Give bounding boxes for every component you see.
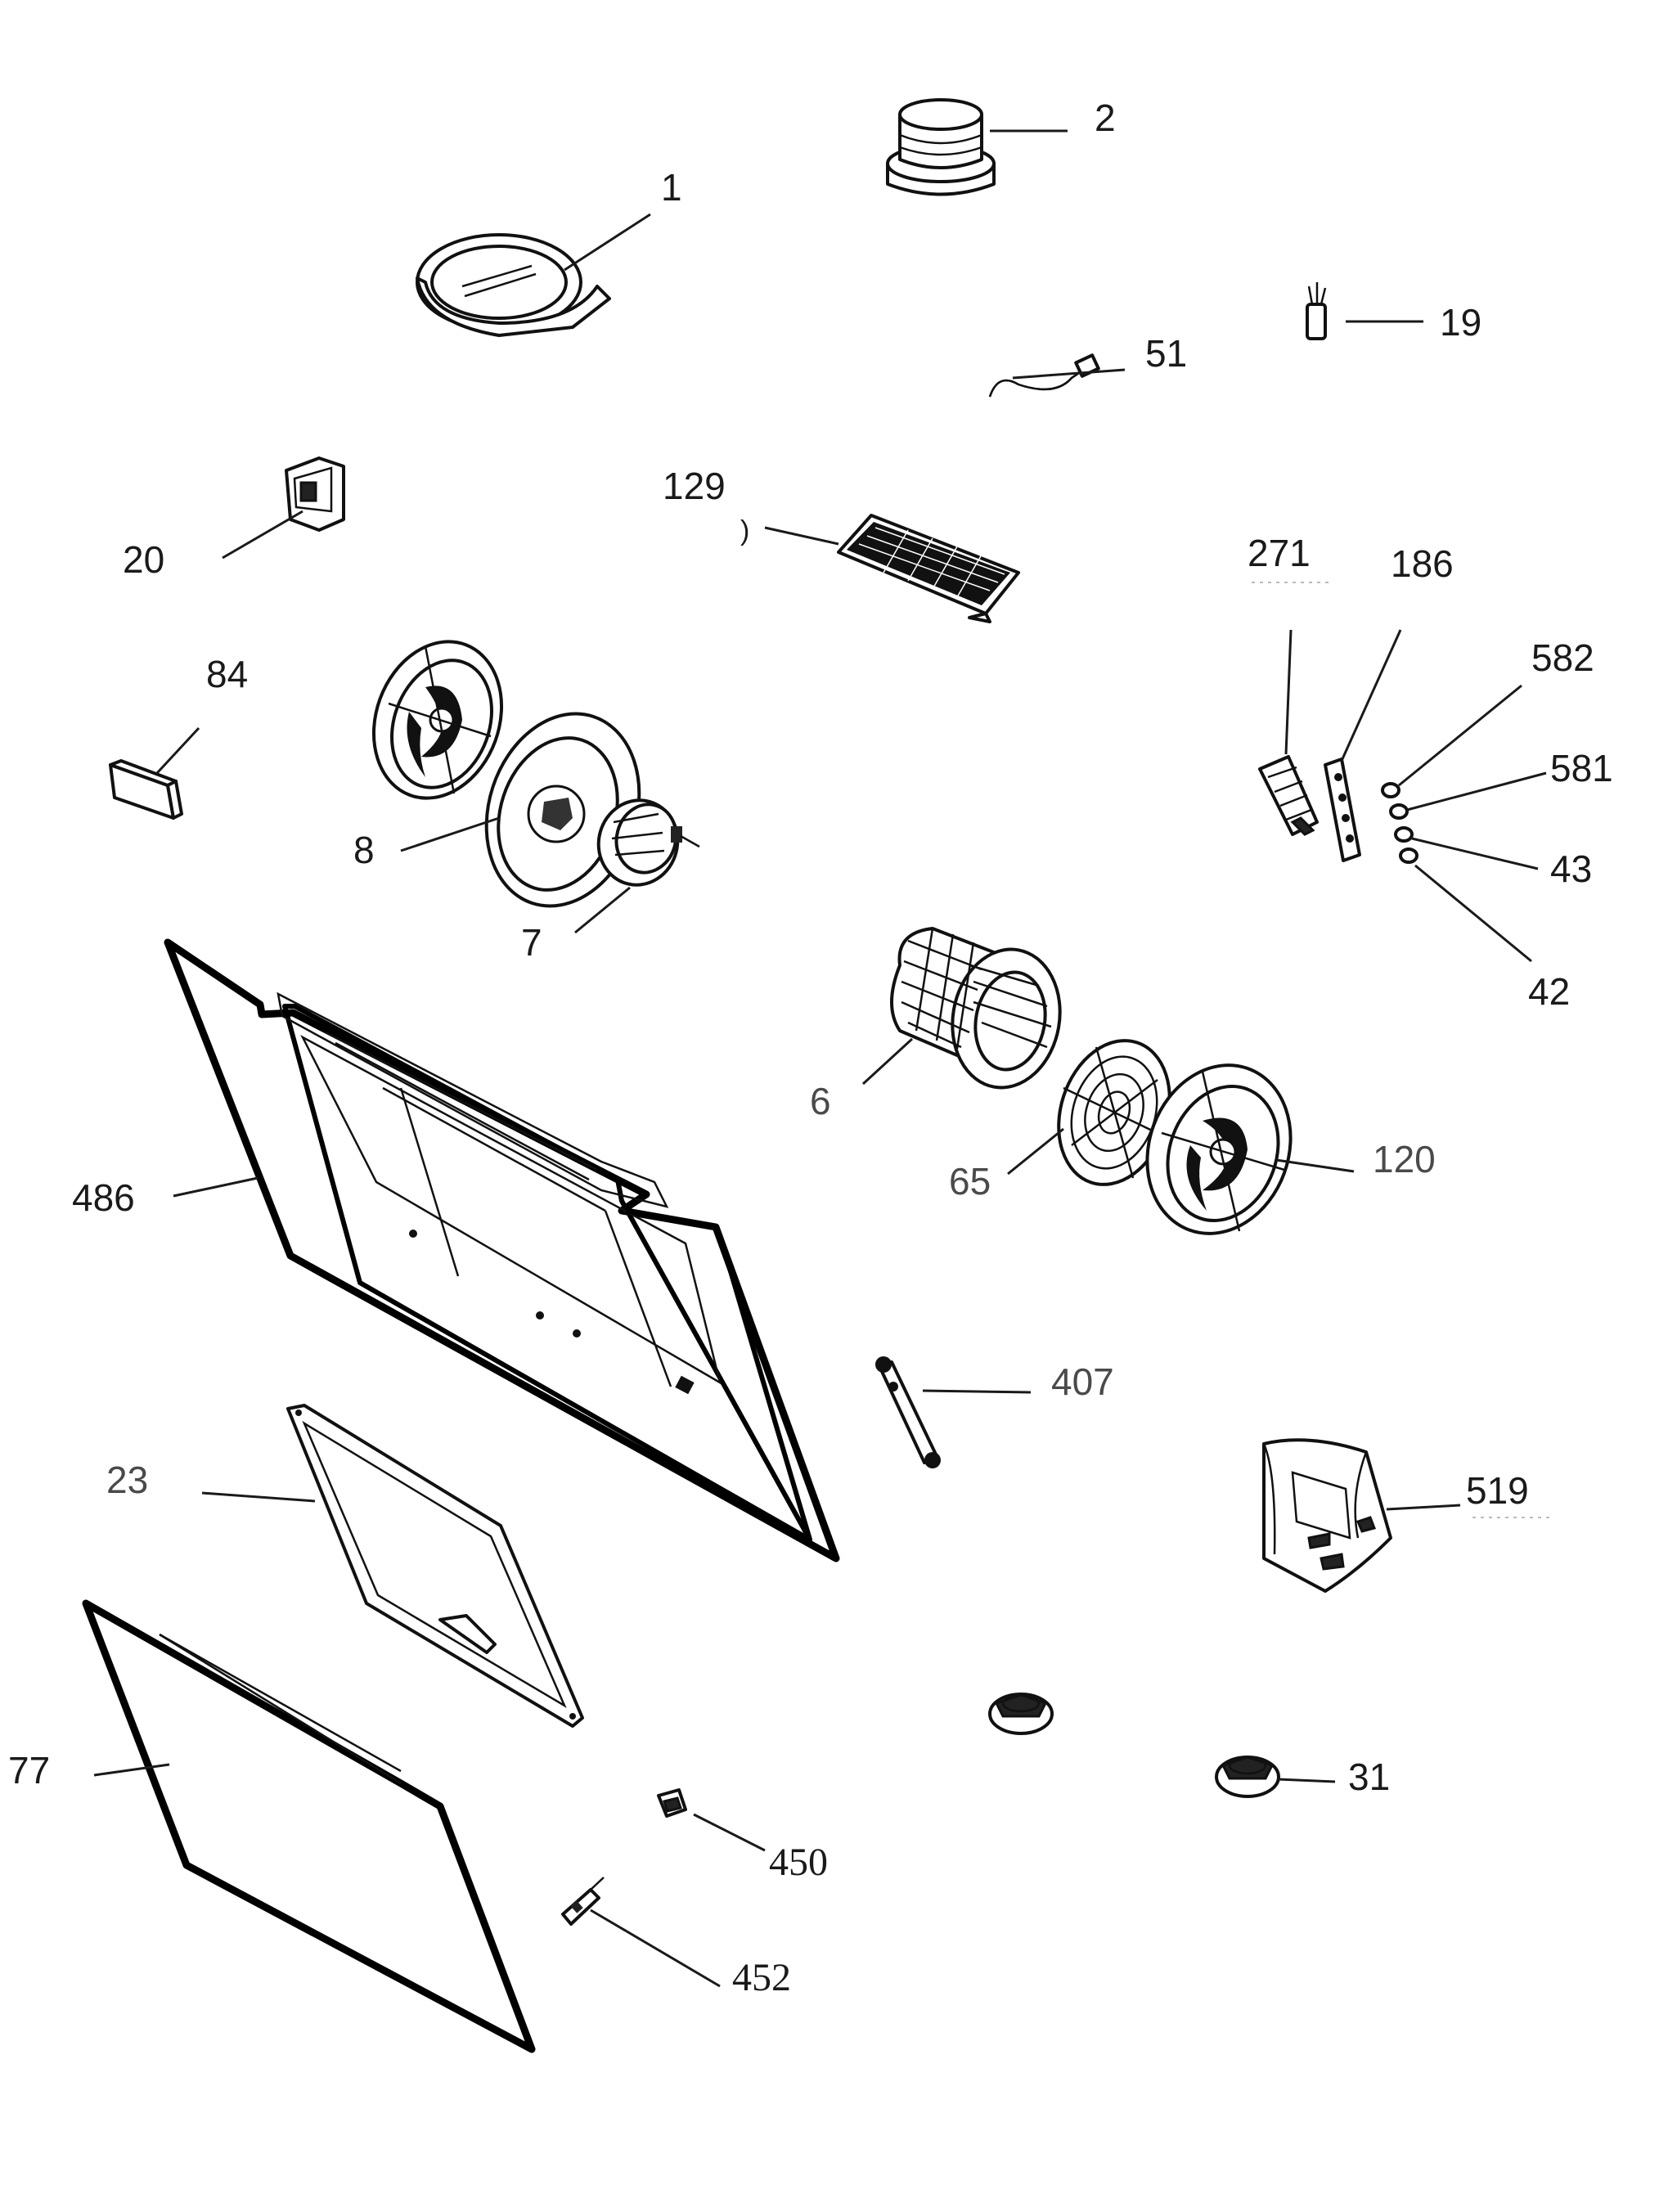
label-407: 407 — [1051, 1360, 1114, 1403]
part-407-hinge — [875, 1356, 1032, 1468]
part-77-glass-panel — [82, 1599, 536, 2053]
label-486: 486 — [72, 1176, 135, 1219]
label-519: 519 — [1466, 1469, 1529, 1512]
part-23-grease-filter — [201, 1404, 584, 1728]
label-7: 7 — [521, 921, 542, 964]
part-129-carbon-filter — [764, 514, 1020, 623]
label-65: 65 — [949, 1160, 991, 1203]
part-43-grommet — [1394, 826, 1539, 870]
label-129-paren: ) — [740, 515, 749, 546]
part-51-cable — [988, 353, 1126, 398]
label-452: 452 — [732, 1956, 791, 1999]
part-271-terminal-block — [1258, 629, 1319, 836]
part-582-grommet — [1381, 684, 1522, 798]
label-6: 6 — [810, 1080, 831, 1122]
part-581-grommet — [1389, 771, 1547, 820]
label-84: 84 — [206, 653, 248, 695]
label-2: 2 — [1095, 97, 1116, 139]
part-20-switch — [222, 456, 345, 560]
part-31-knob-a — [988, 1693, 1054, 1735]
part-1-damper-ring — [416, 213, 651, 337]
label-19: 19 — [1440, 301, 1481, 344]
part-486-hood-body — [164, 938, 840, 1562]
label-186: 186 — [1391, 542, 1454, 585]
label-51: 51 — [1145, 332, 1187, 375]
label-120: 120 — [1373, 1138, 1436, 1180]
label-43: 43 — [1550, 847, 1592, 890]
part-186-terminal-strip — [1324, 629, 1402, 862]
label-23: 23 — [106, 1459, 148, 1501]
label-129: 129 — [663, 465, 726, 507]
part-452-connector — [561, 1877, 721, 1988]
part-519-screw-bag — [1262, 1438, 1461, 1593]
label-77: 77 — [8, 1749, 50, 1792]
part-2-duct-collar — [886, 98, 1068, 196]
label-31: 31 — [1348, 1756, 1390, 1798]
label-582: 582 — [1531, 636, 1594, 679]
label-450: 450 — [769, 1841, 828, 1884]
label-581: 581 — [1550, 747, 1613, 789]
part-6-blower-wheel — [861, 927, 1062, 1090]
part-42-grommet — [1399, 847, 1532, 963]
part-450-clip — [657, 1788, 766, 1852]
part-19-capacitor — [1306, 282, 1423, 340]
label-42: 42 — [1528, 970, 1570, 1013]
label-1: 1 — [661, 166, 682, 209]
part-84-transformer — [109, 726, 200, 820]
label-20: 20 — [123, 538, 164, 581]
part-7-motor — [574, 798, 700, 934]
label-8: 8 — [353, 829, 375, 871]
part-31-knob-b — [1215, 1756, 1336, 1798]
label-271: 271 — [1248, 532, 1311, 574]
part-120-fan-cover — [1145, 1063, 1355, 1235]
